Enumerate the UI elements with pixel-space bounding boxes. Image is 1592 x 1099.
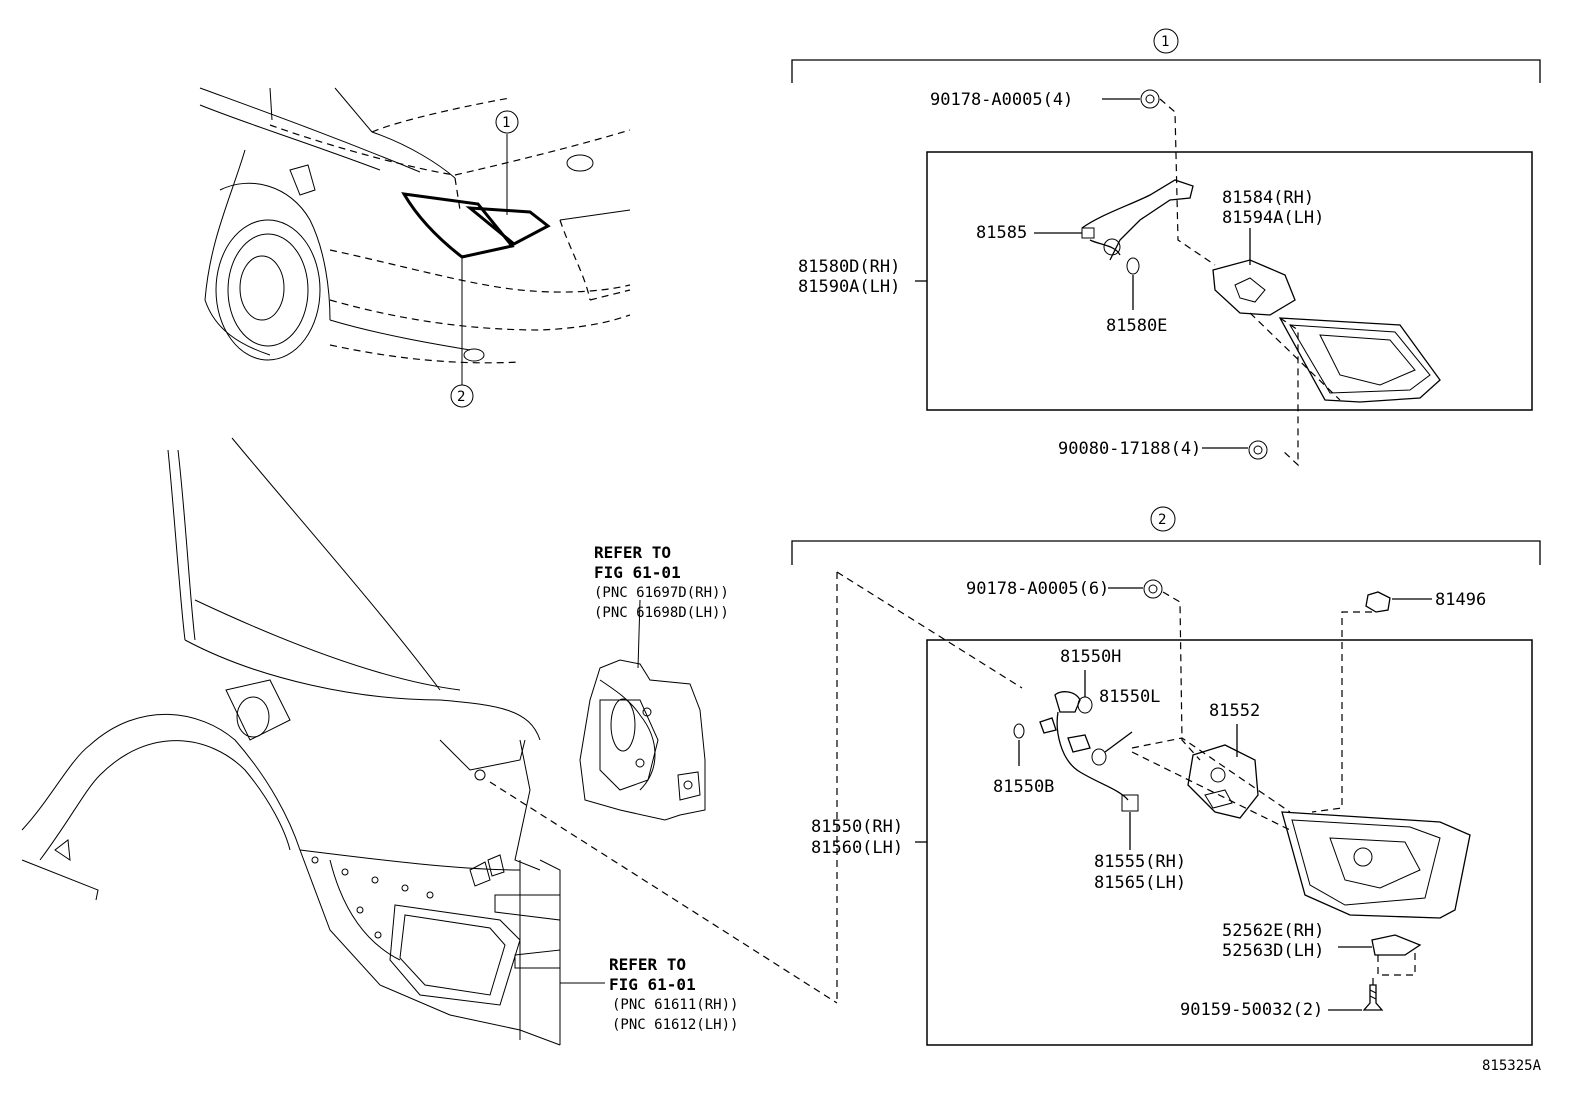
group2-section: 2 90178-A0005(6) 81496 81550H 81550L 815… (791, 506, 1541, 1046)
refer-upper-line4: (PNC 61698D(LH)) (594, 605, 729, 621)
clip-icon (1365, 591, 1391, 613)
callout-1: 1 (1161, 34, 1169, 50)
g1-nut-top-label: 90178-A0005(4) (930, 90, 1073, 110)
refer-upper-line2: FIG 61-01 (594, 563, 681, 582)
g2-bulb-b-label: 81550B (993, 777, 1054, 797)
g2-assembly-lh: 81560(LH) (811, 838, 903, 858)
refer-lower-line2: FIG 61-01 (609, 975, 696, 994)
lamp-lens (1278, 317, 1441, 403)
lamp-g2 (1281, 811, 1471, 919)
g1-assembly-lh: 81590A(LH) (798, 277, 900, 297)
quarter-panel-illustration (21, 437, 838, 1046)
g2-nut-top-label: 90178-A0005(6) (966, 579, 1109, 599)
callout-2-car: 2 (457, 389, 465, 405)
refer-upper-line3: (PNC 61697D(RH)) (594, 585, 729, 601)
g1-gasket-lh: 81594A(LH) (1222, 208, 1324, 228)
nut-icon-g2 (1143, 579, 1163, 599)
gasket-g2 (1187, 744, 1259, 819)
callout-2: 2 (1158, 512, 1166, 528)
g2-bulb-l-label: 81550L (1099, 687, 1160, 707)
refer-lower-line1: REFER TO (609, 955, 686, 974)
g1-socket-label: 81585 (976, 223, 1027, 243)
gasket-shape (1212, 259, 1296, 316)
g2-socket-rh: 81555(RH) (1094, 852, 1186, 872)
g2-clip-label: 81496 (1435, 590, 1486, 610)
g1-gasket-rh: 81584(RH) (1222, 188, 1314, 208)
bracket-icon (1371, 934, 1422, 956)
g2-bulb-h-label: 81550H (1060, 647, 1121, 667)
nut-icon-bottom (1248, 440, 1268, 460)
group1-section: 1 90178-A0005(4) 81585 81580E 81584(RH) … (791, 28, 1541, 467)
g1-assembly-rh: 81580D(RH) (798, 257, 900, 277)
figure-id: 815325A (1482, 1058, 1542, 1074)
g2-socket-lh: 81565(LH) (1094, 873, 1186, 893)
nut-icon (1140, 89, 1160, 109)
g2-bracket-rh: 52562E(RH) (1222, 921, 1324, 941)
refer-lower-line4: (PNC 61612(LH)) (612, 1017, 738, 1033)
inner-panel-illustration (579, 599, 706, 821)
g1-bulb-label: 81580E (1106, 316, 1167, 336)
g2-screw-label: 90159-50032(2) (1180, 1000, 1323, 1020)
screw-icon (1362, 984, 1384, 1011)
refer-lower-line3: (PNC 61611(RH)) (612, 997, 738, 1013)
callout-1-car: 1 (502, 115, 510, 131)
bulb-icon (1126, 257, 1140, 275)
refer-upper-line1: REFER TO (594, 543, 671, 562)
car-rear-illustration: 1 2 (199, 87, 631, 408)
g2-bracket-lh: 52563D(LH) (1222, 941, 1324, 961)
g2-gasket-label: 81552 (1209, 701, 1260, 721)
g1-nut-bottom-label: 90080-17188(4) (1058, 439, 1201, 459)
g2-assembly-rh: 81550(RH) (811, 817, 903, 837)
